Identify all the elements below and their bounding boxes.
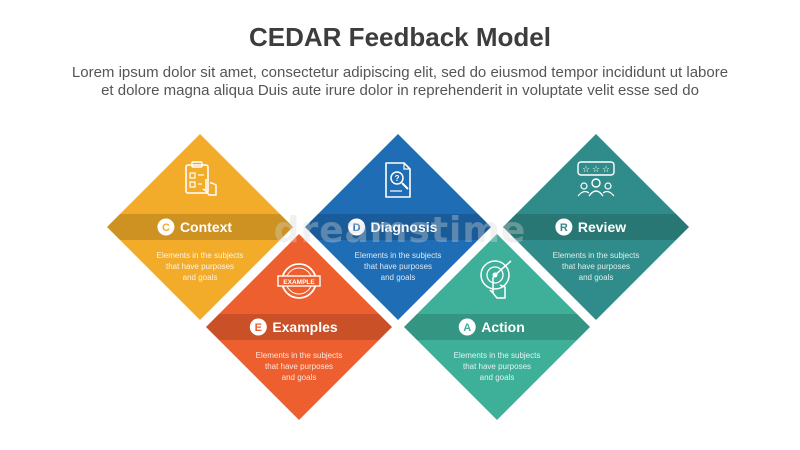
svg-text:?: ? — [395, 174, 400, 183]
step-label-examples: Examples — [272, 319, 338, 335]
letter-badge-review — [555, 218, 573, 236]
letter-diagnosis: D — [353, 222, 361, 234]
step-context: Context C Elements in the subjects that hav… — [107, 134, 293, 320]
letter-badge-context — [157, 218, 175, 236]
svg-text:☆: ☆ — [582, 165, 590, 175]
step-desc-context: and goals — [183, 273, 218, 282]
step-desc-examples: that have purposes — [265, 362, 333, 371]
label-band-context — [107, 214, 293, 240]
target-finger-icon — [480, 260, 512, 299]
step-examples: EXAMPLE Examples E Elements in the subjects… — [206, 234, 392, 420]
diamond-review — [503, 134, 689, 320]
step-diagnosis: ? Diagnosis D Elements in the subjects that … — [305, 134, 491, 320]
label-band-action — [404, 314, 590, 340]
diamond-examples — [206, 234, 392, 420]
step-desc-context: that have purposes — [166, 262, 234, 271]
step-desc-examples: Elements in the subjects — [256, 351, 343, 360]
diamond-diagnosis — [305, 134, 491, 320]
step-desc-action: and goals — [480, 373, 515, 382]
letter-badge-examples — [249, 318, 267, 336]
svg-text:☆: ☆ — [602, 165, 610, 175]
step-desc-context: Elements in the subjects — [157, 251, 244, 260]
step-desc-review: that have purposes — [562, 262, 630, 271]
letter-review: R — [560, 222, 568, 234]
letter-badge-diagnosis — [348, 218, 366, 236]
subtitle-line-2: et dolore magna aliqua Duis aute irure d… — [101, 82, 699, 99]
svg-text:☆: ☆ — [592, 165, 600, 175]
step-desc-review: Elements in the subjects — [553, 251, 640, 260]
clipboard-touch-icon — [185, 161, 217, 196]
example-stamp-icon: EXAMPLE — [277, 263, 321, 299]
step-label-action: Action — [481, 319, 525, 335]
step-label-diagnosis: Diagnosis — [371, 219, 438, 235]
label-band-review — [503, 214, 689, 240]
step-label-context: Context — [180, 219, 232, 235]
step-desc-diagnosis: Elements in the subjects — [355, 251, 442, 260]
step-desc-diagnosis: that have purposes — [364, 262, 432, 271]
step-desc-diagnosis: and goals — [381, 273, 416, 282]
page-subtitle: Lorem ipsum dolor sit amet, consectetur … — [20, 64, 780, 100]
page-title: CEDAR Feedback Model — [249, 22, 551, 52]
step-label-review: Review — [578, 219, 626, 235]
diamond-action — [404, 234, 590, 420]
label-band-examples — [206, 314, 392, 340]
rating-people-icon: ☆☆☆ — [577, 161, 615, 197]
subtitle-line-1: Lorem ipsum dolor sit amet, consectetur … — [71, 64, 729, 81]
watermark: dreamstime — [273, 210, 527, 251]
letter-action: A — [463, 322, 471, 334]
letter-context: C — [162, 222, 170, 234]
letter-badge-action — [458, 318, 476, 336]
letter-examples: E — [255, 322, 262, 334]
step-desc-examples: and goals — [282, 373, 317, 382]
svg-text:EXAMPLE: EXAMPLE — [283, 279, 315, 286]
step-desc-action: that have purposes — [463, 362, 531, 371]
diamond-context — [107, 134, 293, 320]
step-action: Action A Elements in the subjects that have… — [404, 234, 590, 420]
step-desc-action: Elements in the subjects — [454, 351, 541, 360]
document-search-icon: ? — [385, 162, 411, 198]
step-desc-review: and goals — [579, 273, 614, 282]
